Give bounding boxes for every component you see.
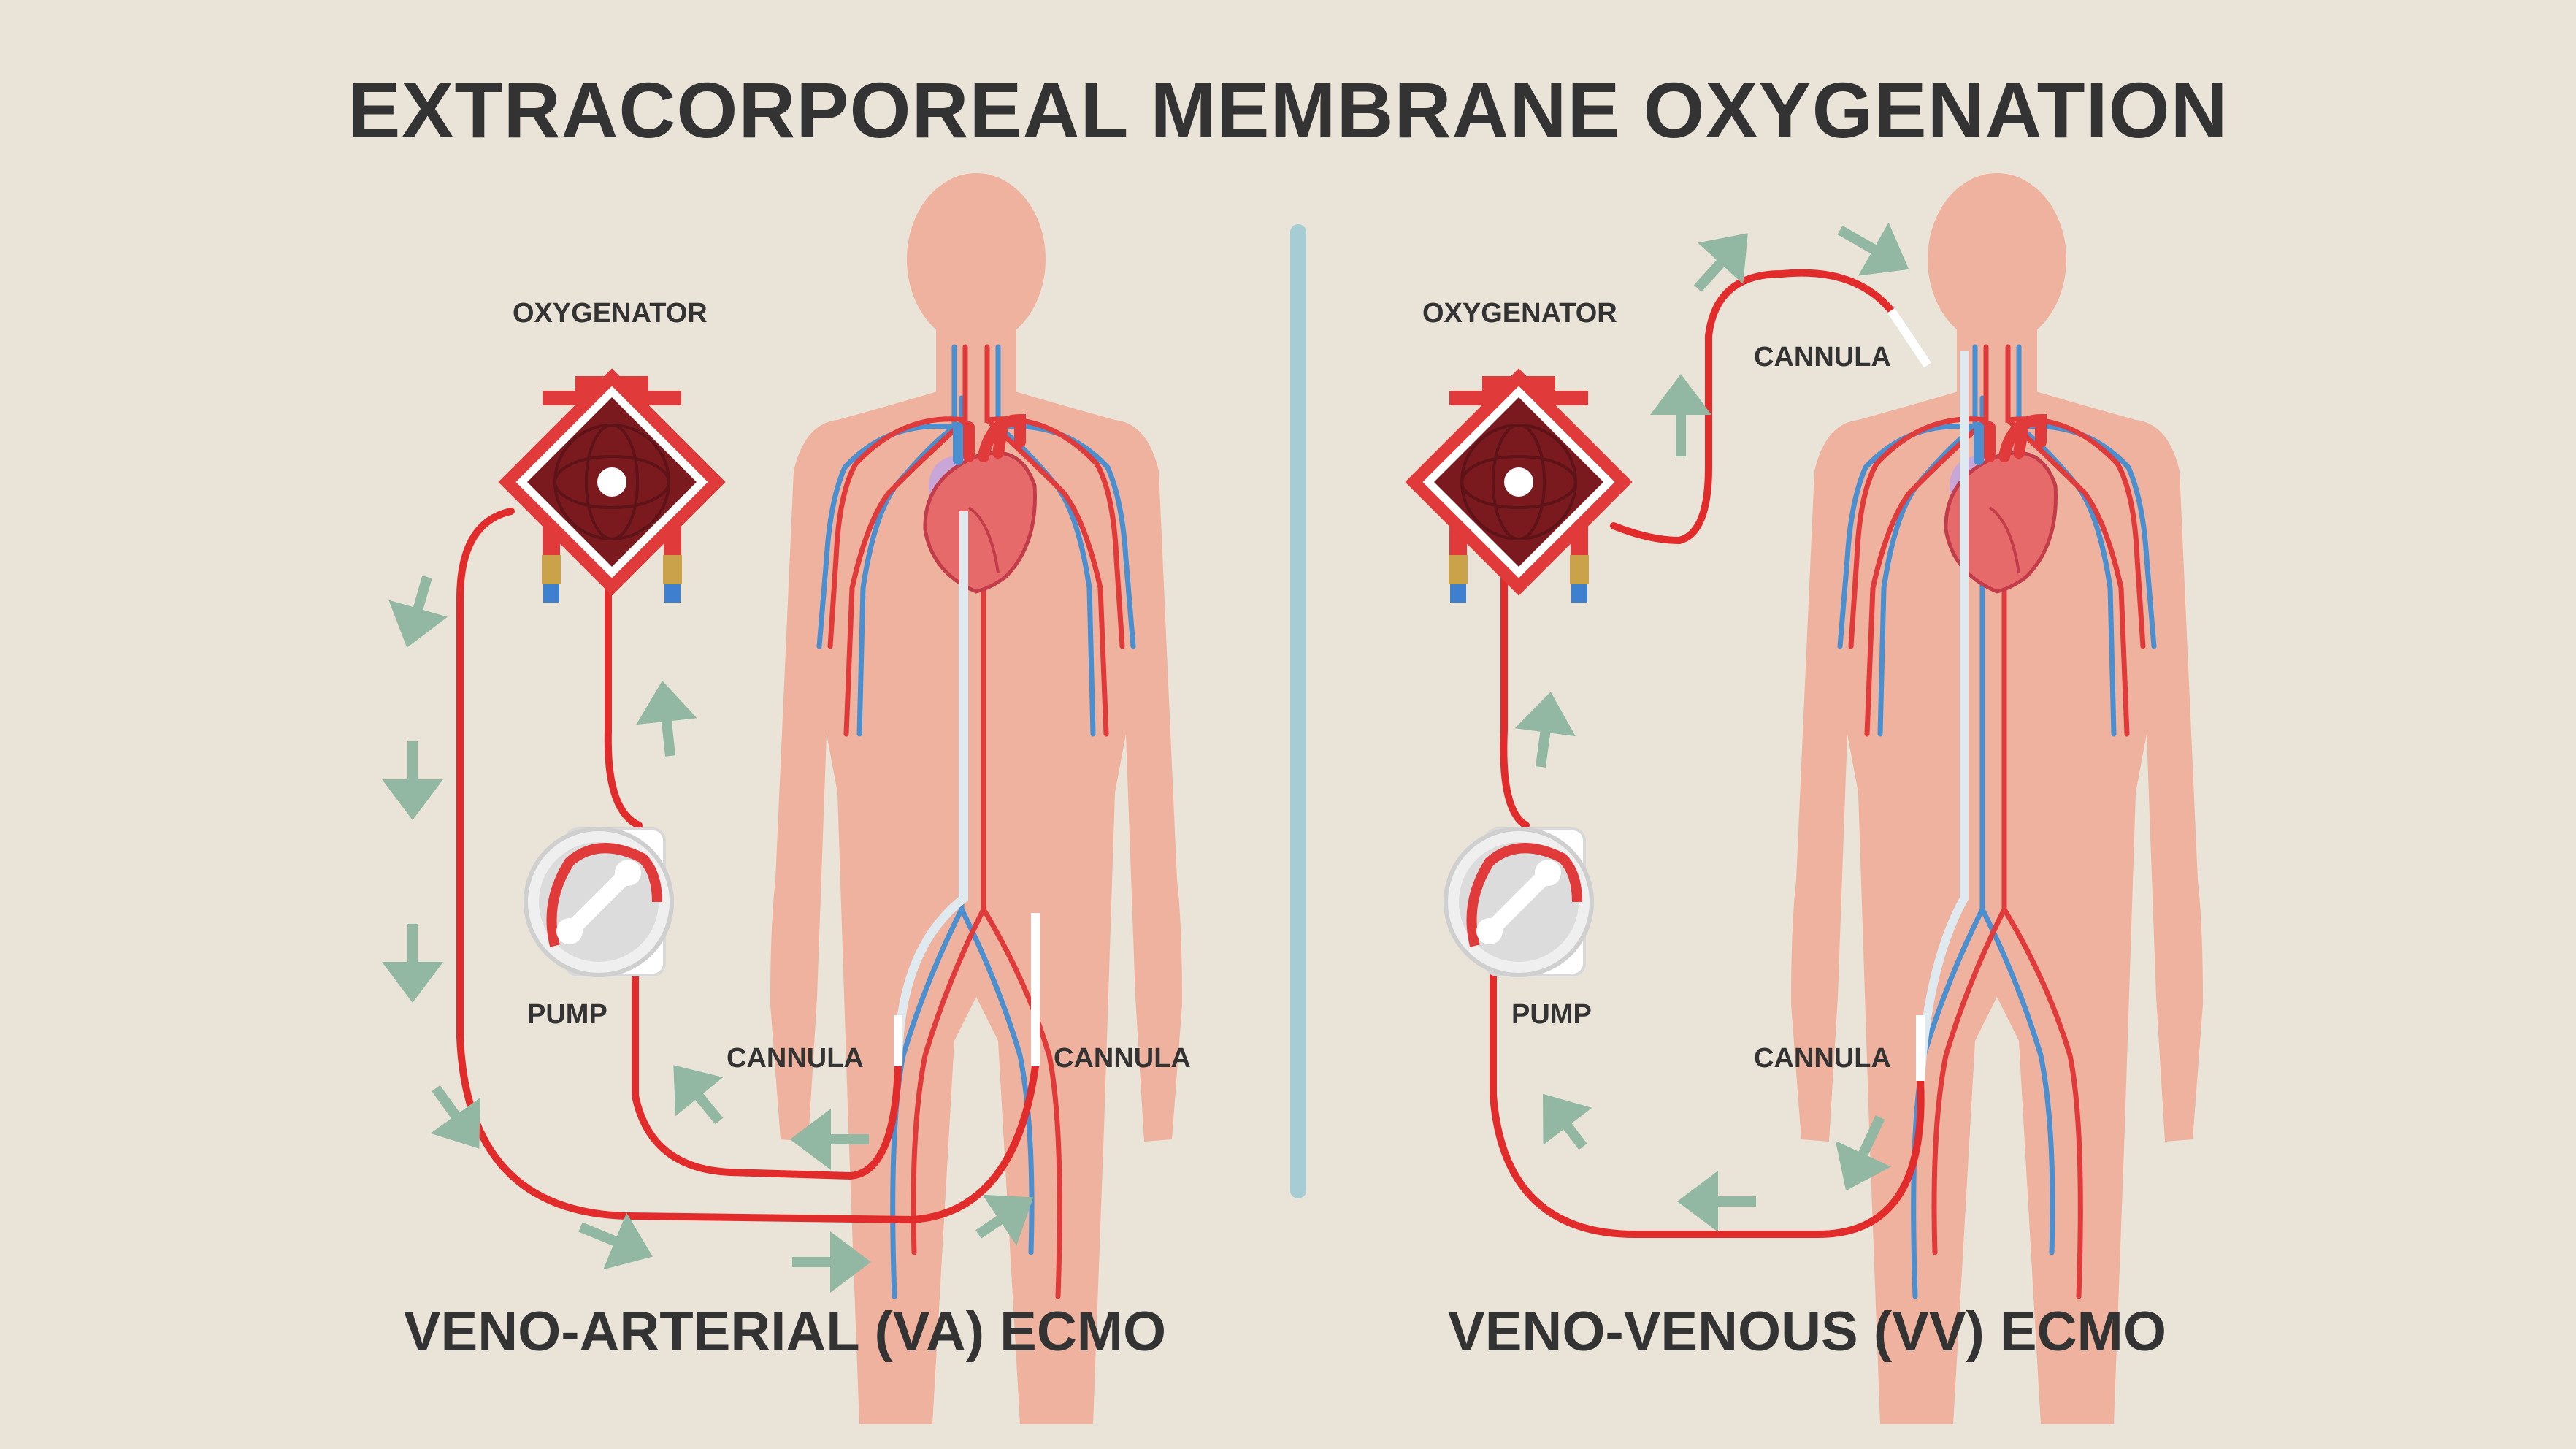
va-oxygenator-to-pump-tube	[604, 573, 643, 829]
va-flow-arrows	[382, 576, 1034, 1293]
va-venous-tube	[632, 960, 902, 1180]
va-arterial-tube	[456, 508, 1039, 1224]
va-body	[770, 173, 1182, 1424]
va-panel-heading: VENO-ARTERIAL (VA) ECMO	[403, 1301, 1167, 1363]
page-title: EXTRACORPOREAL MEMBRANE OXYGENATION	[348, 66, 2228, 154]
vv-flow-arrows	[1514, 222, 1909, 1232]
vv-return-tube	[1610, 269, 1895, 545]
va-oxygenator	[497, 367, 727, 604]
vv-panel-heading: VENO-VENOUS (VV) ECMO	[1448, 1301, 2166, 1363]
vv-upper-cannula	[1887, 307, 1931, 368]
vv-pump-label: PUMP	[1511, 999, 1592, 1030]
vv-cannula-label-lower: CANNULA	[1754, 1043, 1891, 1074]
va-pump-label: PUMP	[527, 999, 607, 1030]
vv-cannula-label-upper: CANNULA	[1754, 342, 1891, 372]
va-oxygenator-label: OXYGENATOR	[513, 298, 708, 329]
va-cannula-label-venous: CANNULA	[727, 1043, 864, 1074]
vv-drainage-tube	[1490, 960, 1925, 1238]
va-panel	[382, 173, 1182, 1424]
va-cannula-label-arterial: CANNULA	[1054, 1043, 1191, 1074]
vv-oxygenator-label: OXYGENATOR	[1422, 298, 1617, 329]
vv-panel	[1403, 173, 2203, 1424]
va-pump	[526, 829, 672, 975]
vv-oxygenator	[1403, 367, 1634, 604]
vv-pump	[1446, 829, 1592, 975]
vv-oxygenator-to-pump-tube	[1500, 573, 1530, 829]
